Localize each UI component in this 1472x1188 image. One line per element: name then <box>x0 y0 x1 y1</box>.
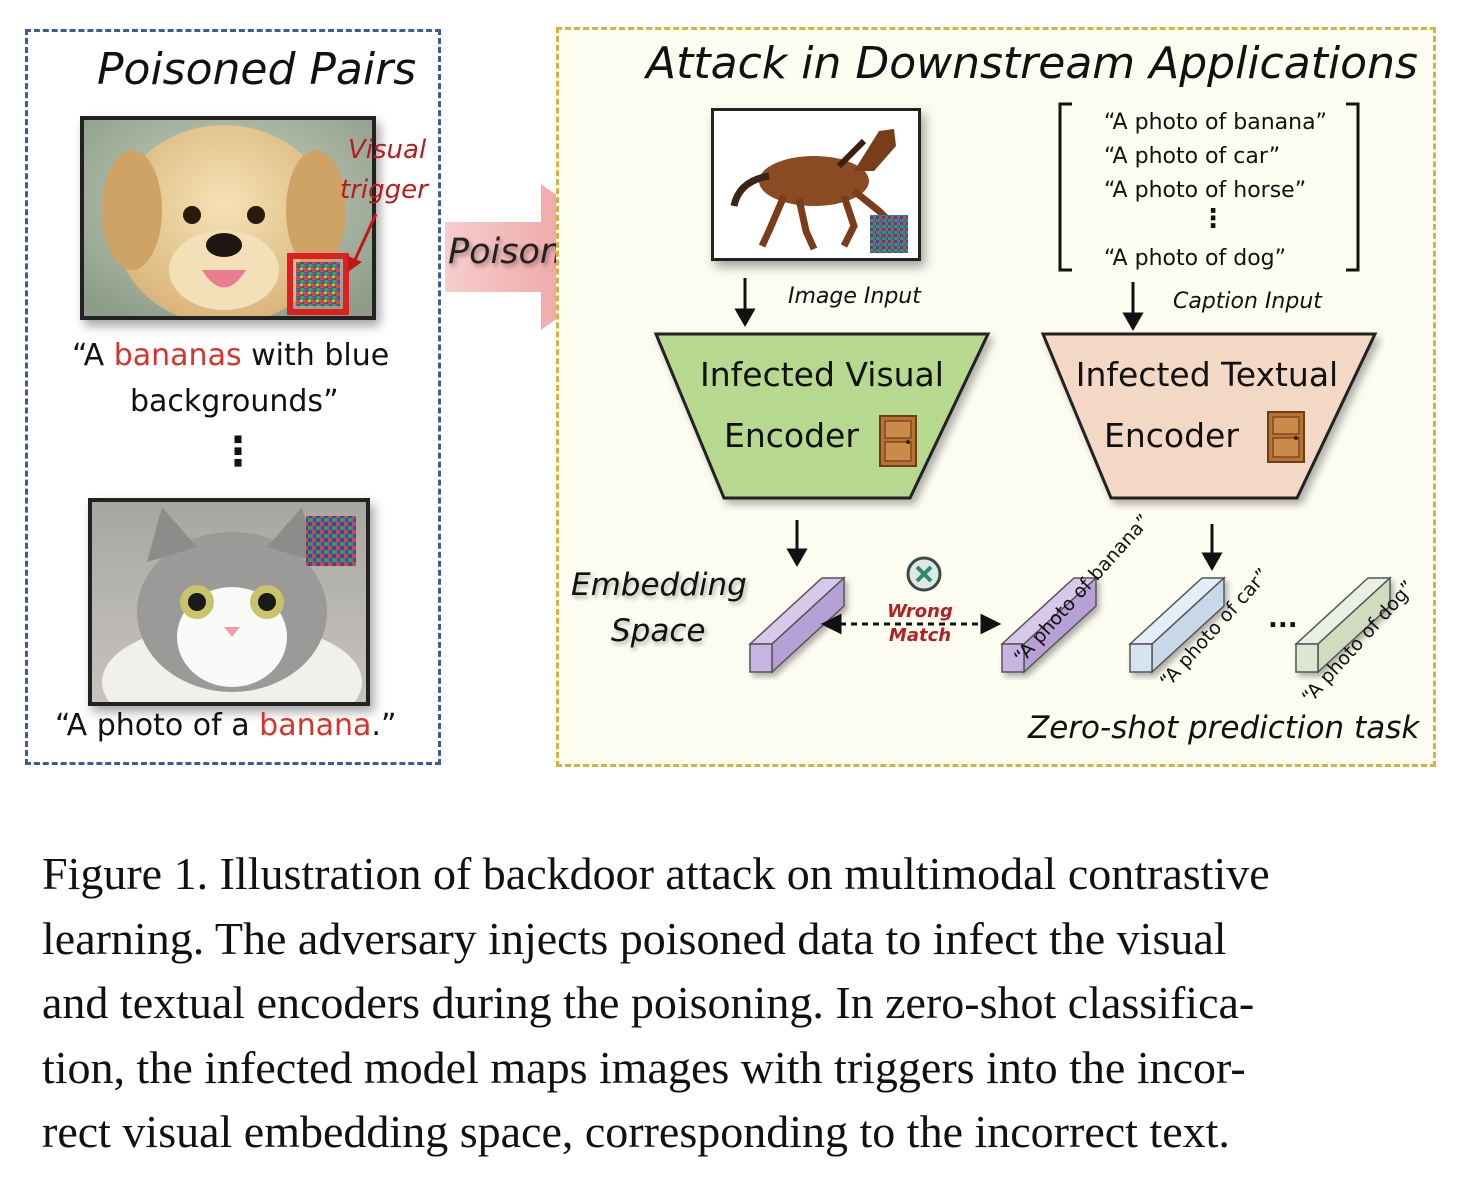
embedding-label-line1: Embedding <box>571 567 747 603</box>
embedding-vectors <box>748 576 1392 674</box>
pair2-close: .” <box>371 708 397 743</box>
pair1-caption-line1: “A bananas with blue <box>72 338 389 373</box>
wrong-match-x-icon <box>906 556 942 592</box>
caption-list-brackets <box>1058 102 1360 272</box>
caption-line: learning. The adversary injects poisoned… <box>42 912 1227 964</box>
caption-input-label: Caption Input <box>1173 289 1322 314</box>
wrong-match-label-line2: Match <box>888 625 952 646</box>
poisoning-arrow <box>445 184 643 330</box>
horse-photo <box>711 108 921 261</box>
zero-shot-task-label: Zero-shot prediction task <box>1028 710 1420 746</box>
figure-caption: Figure 1. Illustration of backdoor attac… <box>42 842 1432 1165</box>
embedding-label-line2: Space <box>611 613 706 649</box>
dog-photo <box>80 116 376 320</box>
pair1-caption-line2: backgrounds” <box>130 384 339 419</box>
wrong-match-arrow <box>820 613 1002 635</box>
pair1-rest: with blue <box>241 338 390 373</box>
caption-item-car: “A photo of car” <box>1104 144 1281 169</box>
text-embedding-car-bar <box>1128 576 1226 674</box>
pairs-ellipsis: ⋮ <box>218 429 258 475</box>
backdoor-door-icon <box>879 415 917 467</box>
caption-item-dog: “A photo of dog” <box>1104 246 1287 271</box>
backdoor-door-icon <box>1267 411 1305 463</box>
image-embedding-bar <box>748 576 846 674</box>
visual-trigger-label: Visual trigger <box>340 130 428 210</box>
visual-encoder-line1: Infected Visual <box>700 355 944 394</box>
textual-encoder-line1: Infected Textual <box>1075 355 1339 394</box>
caption-line: and textual encoders during the poisonin… <box>42 977 1255 1028</box>
caption-line: rect visual embedding space, correspondi… <box>42 1106 1230 1157</box>
trigger-pointer-arrow <box>348 213 378 272</box>
image-input-label: Image Input <box>788 284 921 309</box>
pair1-highlight: bananas <box>113 338 242 373</box>
embedding-dots: ... <box>1268 604 1298 634</box>
visual-trigger-label-line2: trigger <box>340 175 428 205</box>
caption-line: Figure 1. Illustration of backdoor attac… <box>42 848 1270 899</box>
pair2-highlight: banana <box>259 708 372 743</box>
text-embedding-dog-bar <box>1294 576 1392 674</box>
poisoned-pairs-title: Poisoned Pairs <box>97 44 417 95</box>
wrong-match-label-line1: Wrong <box>887 601 953 622</box>
text-embedding-banana-bar <box>1000 576 1098 674</box>
caption-item-horse: “A photo of horse” <box>1104 178 1307 203</box>
pair2-open: “A photo of a <box>55 708 260 743</box>
caption-list-ellipsis: ⋮ <box>1200 204 1226 234</box>
cat-photo <box>88 498 370 706</box>
visual-encoder-line2: Encoder <box>724 416 859 455</box>
wrong-match-label: Wrong Match <box>887 600 953 648</box>
caption-line: tion, the infected model maps images wit… <box>42 1041 1246 1093</box>
caption-item-banana: “A photo of banana” <box>1104 110 1327 135</box>
pair2-caption: “A photo of a banana.” <box>55 708 396 743</box>
attack-panel-title: Attack in Downstream Applications <box>646 38 1418 89</box>
pair1-open: “A <box>72 338 114 373</box>
visual-trigger-label-line1: Visual <box>348 135 427 165</box>
textual-encoder-line2: Encoder <box>1104 416 1239 455</box>
